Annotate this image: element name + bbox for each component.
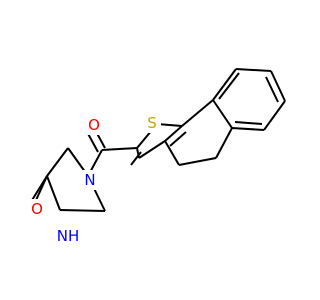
bond (181, 99, 214, 127)
bond (212, 99, 233, 129)
bond (130, 151, 142, 166)
bond (215, 127, 233, 159)
carbonyl-oxygen-atom-label: O (88, 116, 100, 134)
bond (212, 68, 237, 101)
bond-lines (28, 68, 286, 212)
bond (46, 147, 69, 177)
atom-labels: S O N O NH (28, 113, 161, 246)
bond (235, 68, 272, 72)
nh-atom-label: NH (57, 227, 80, 245)
nh-atom: NH (54, 226, 82, 246)
bond (138, 140, 166, 159)
sulfur-atom: S (143, 113, 161, 133)
bond (231, 127, 265, 131)
amide-nitrogen-atom: N (81, 170, 99, 190)
sulfur-atom-label: S (147, 114, 157, 132)
carbonyl-oxygen-atom: O (85, 115, 103, 135)
bond (270, 70, 286, 102)
bond (218, 72, 240, 100)
bond (234, 121, 263, 125)
lactam-oxygen-atom-label: O (31, 200, 43, 218)
bond (164, 125, 183, 142)
molecule-structure-diagram: S O N O NH (28, 68, 286, 246)
bond (265, 76, 279, 103)
bond (169, 131, 187, 147)
bond (164, 140, 180, 166)
lactam-oxygen-atom: O (28, 199, 46, 219)
bond (263, 100, 286, 131)
bond (101, 147, 138, 151)
bond (46, 175, 61, 211)
bond (178, 157, 217, 166)
amide-nitrogen-atom-label: N (84, 171, 95, 189)
bond (59, 209, 106, 212)
bond (156, 123, 183, 127)
